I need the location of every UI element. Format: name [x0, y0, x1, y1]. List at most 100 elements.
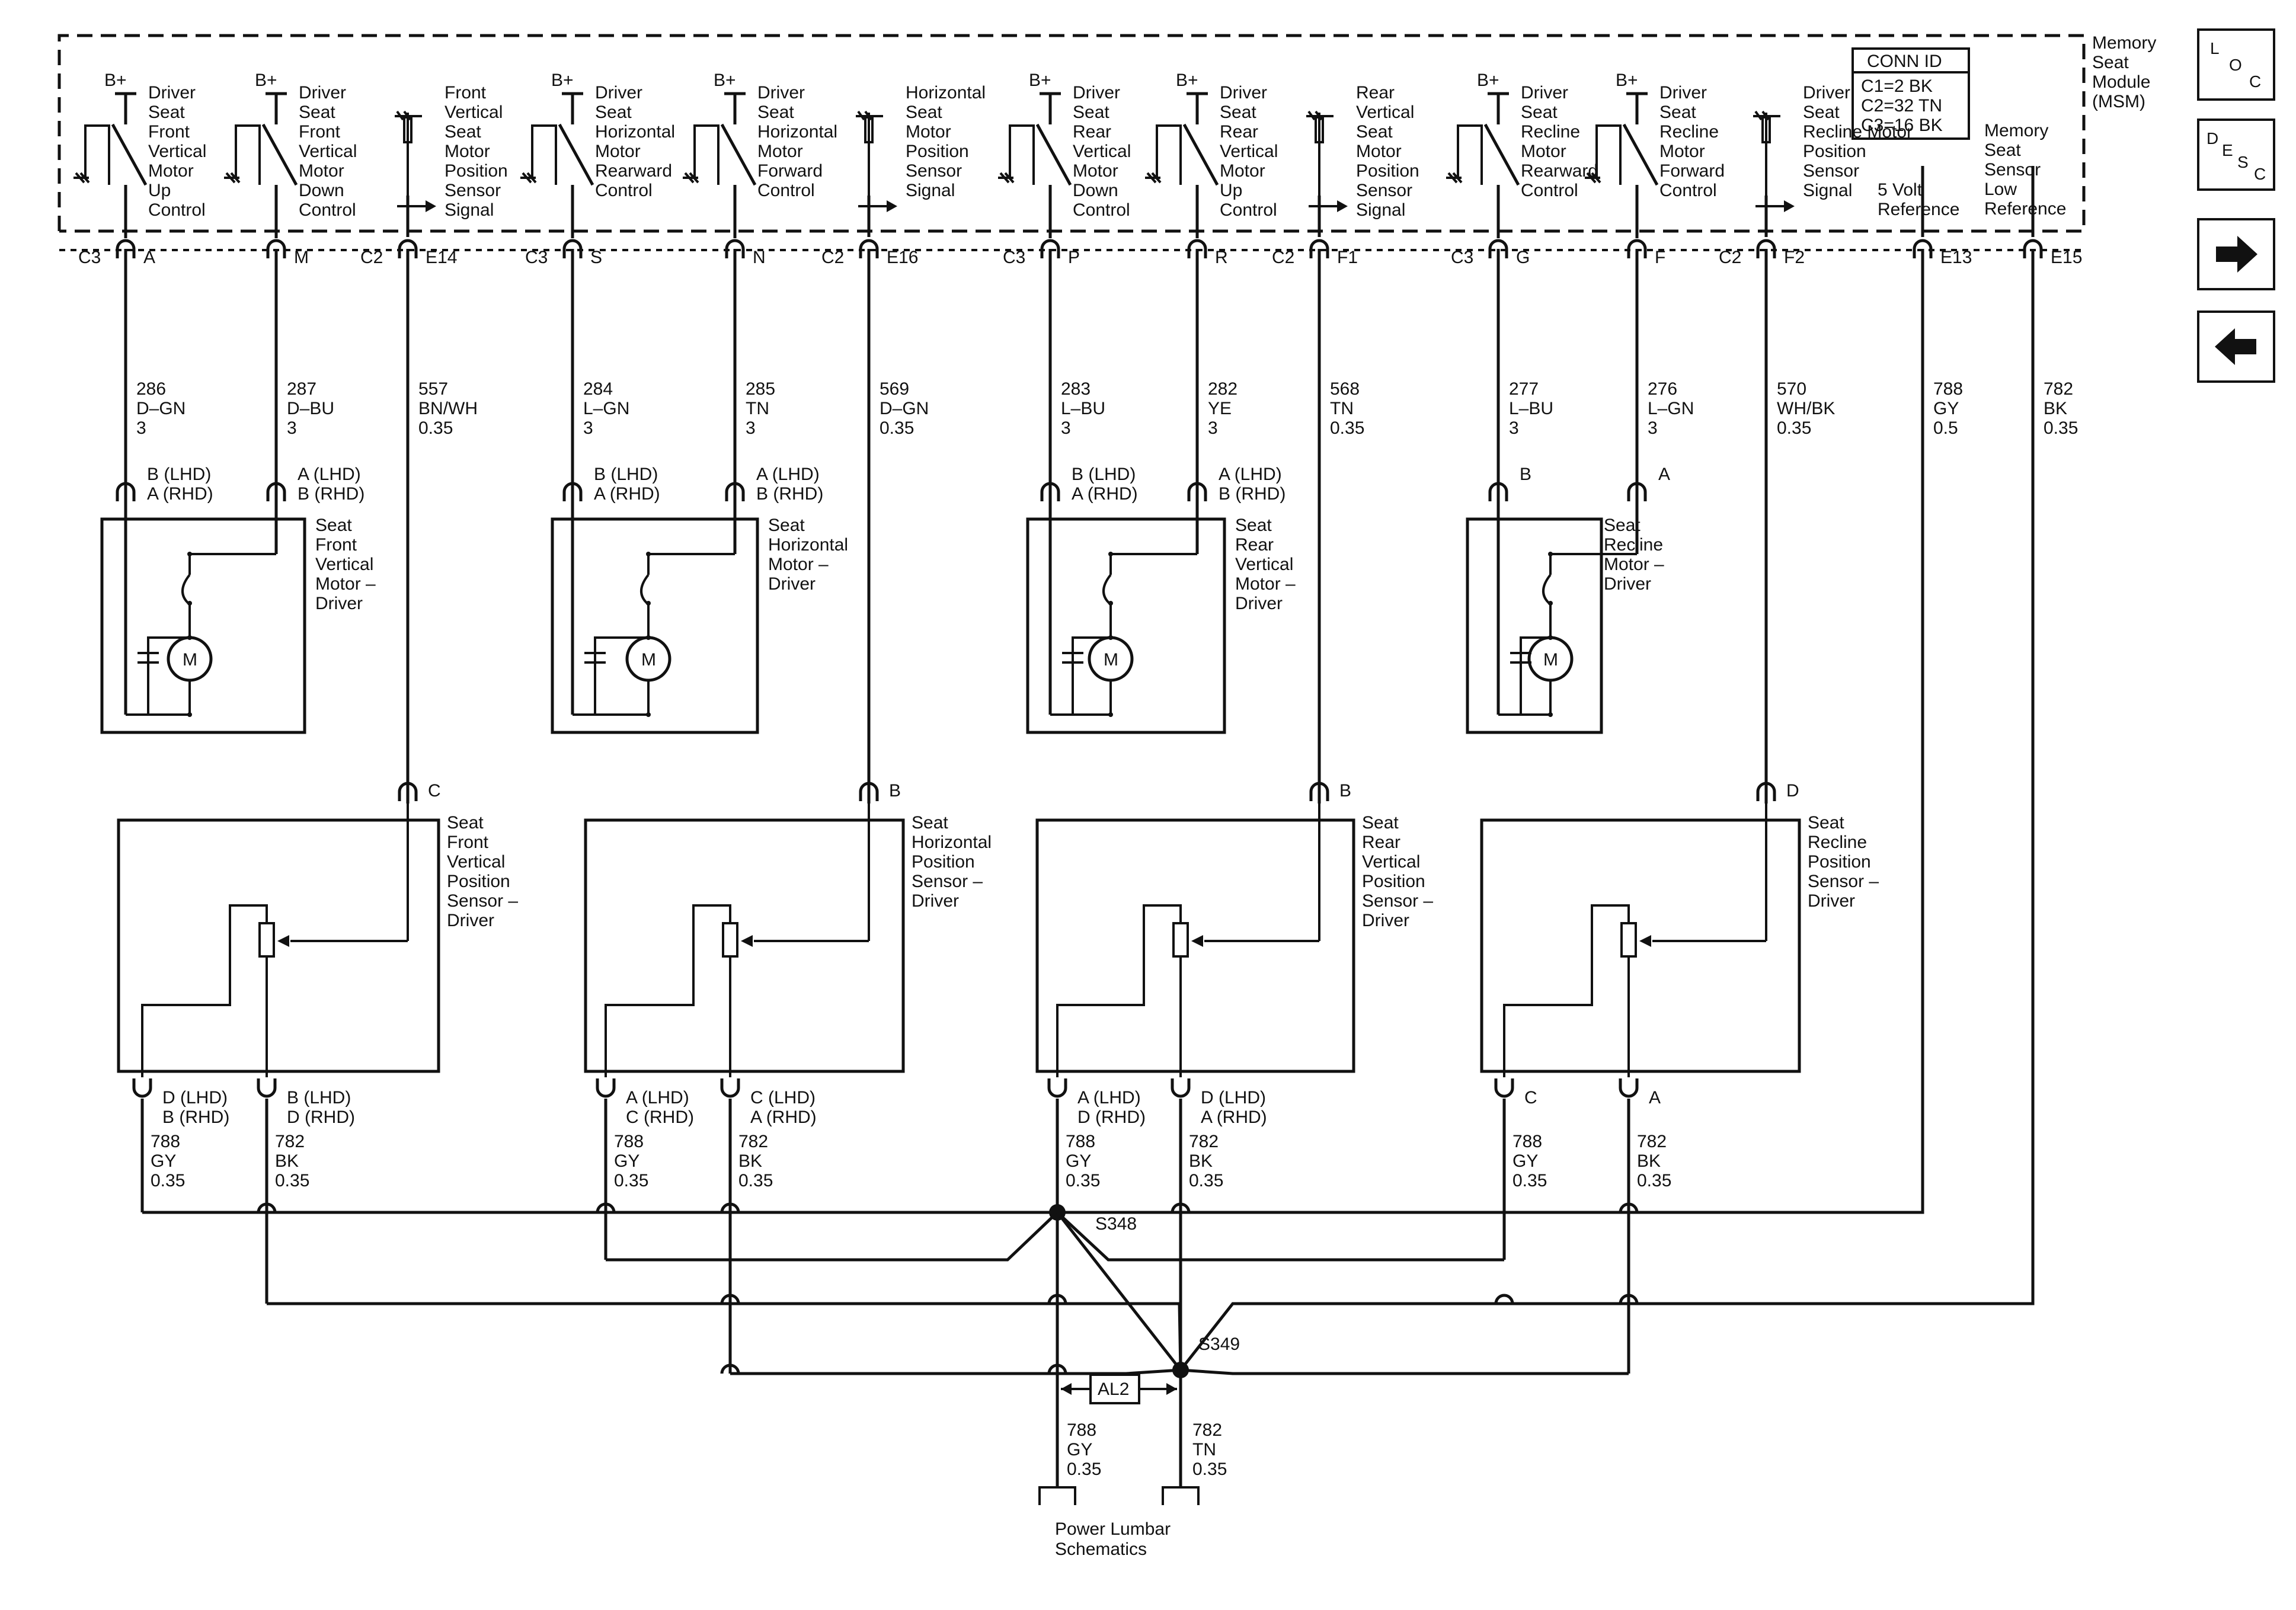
motor-pin-label: B (LHD) [147, 465, 211, 484]
bplus-label: B+ [1616, 71, 1638, 90]
wire-text: 277 [1509, 379, 1539, 399]
module-label-text: Control [595, 181, 653, 200]
arrow-left-icon [2215, 328, 2256, 365]
motor-name: Driver [1235, 594, 1283, 613]
sensor-wire-label: BK [738, 1151, 762, 1171]
motor-symbol: M [1543, 650, 1558, 670]
sensor-pin-label: D (LHD) [1201, 1088, 1266, 1108]
motor-pin-label: A (LHD) [298, 465, 361, 484]
module-label-text: Rear [1073, 122, 1111, 142]
bplus-label: B+ [714, 71, 736, 90]
wire-text: L–GN [583, 399, 629, 418]
module-label-text: Recline Motor [1803, 122, 1913, 142]
sensor-signal-pin: C [428, 781, 441, 801]
pin-label: F [1655, 248, 1665, 267]
sensor-name: Seat [912, 813, 948, 833]
svg-text:Seat: Seat [2092, 53, 2129, 72]
module-label-text: Rearward [595, 161, 672, 181]
module-label-text: Sensor [1803, 161, 1859, 181]
svg-text:782: 782 [1192, 1420, 1222, 1440]
sensor-wire-label: 0.35 [738, 1171, 773, 1190]
motor-pin-label: A (RHD) [594, 484, 660, 504]
previous-page-button[interactable] [2197, 311, 2275, 383]
wire-text: D–GN [880, 399, 929, 418]
sensor-name: Seat [447, 813, 484, 833]
module-label-text: Motor [299, 161, 344, 181]
motor-name: Horizontal [768, 535, 848, 555]
loc-letter-c: C [2249, 72, 2262, 91]
module-label-text: Recline [1659, 122, 1719, 142]
desc-letter-e: E [2222, 141, 2233, 159]
sensor-wire-label: 788 [614, 1132, 644, 1151]
module-label-text: Control [148, 200, 206, 220]
module-label-text: Seat [1659, 103, 1696, 122]
sensor-wire-label: GY [614, 1151, 639, 1171]
wire-text: BN/WH [418, 399, 478, 418]
splice-label-s348: S348 [1095, 1214, 1137, 1234]
power-lumbar-reference[interactable]: Power Lumbar Schematics [1055, 1519, 1171, 1559]
connector-label: C3 [78, 248, 101, 267]
bplus-label: B+ [255, 71, 277, 90]
sensor-pin-label: B (LHD) [287, 1088, 351, 1108]
motor-name: Motor – [1235, 574, 1296, 594]
svg-text:AL2: AL2 [1098, 1379, 1129, 1399]
module-label-text: Rear [1356, 83, 1395, 103]
location-button[interactable]: L O C [2197, 28, 2275, 101]
description-button[interactable]: D E S C [2197, 119, 2275, 191]
module-label-text: Motor [595, 142, 641, 161]
wire-text: 788 [1933, 379, 1963, 399]
connector-label: C2 [1272, 248, 1294, 267]
wire-text: 569 [880, 379, 909, 399]
loc-letter-l: L [2210, 39, 2220, 57]
pin-label: N [753, 248, 766, 267]
sensor-wire-label: BK [1189, 1151, 1213, 1171]
motor-pin-label: B (RHD) [1219, 484, 1285, 504]
module-label-text: Seat [1073, 103, 1109, 122]
module-label-text: Sensor [445, 181, 501, 200]
module-label-text: Motor [757, 142, 803, 161]
position-sensor-2: BA (LHD)C (RHD)C (LHD)A (RHD)788GY0.3578… [596, 781, 992, 1190]
sensor-wire-label: 788 [1512, 1132, 1542, 1151]
pin-label: E16 [887, 248, 918, 267]
motor-pin-label: A (LHD) [1219, 465, 1282, 484]
conn-id-table: CONN ID C1=2 BK C2=32 TN C3=16 BK [1851, 47, 1970, 140]
wire-text: 3 [583, 418, 593, 438]
module-label-text: Vertical [1220, 142, 1278, 161]
motor-pin-label: B (RHD) [298, 484, 364, 504]
position-sensor-3: BA (LHD)D (RHD)D (LHD)A (RHD)788GY0.3578… [1047, 781, 1433, 1190]
motor-pin-label: A (LHD) [756, 465, 820, 484]
module-label-text: Vertical [299, 142, 357, 161]
motor-name: Motor – [1604, 555, 1664, 574]
module-label-text: Signal [1356, 200, 1405, 220]
module-pin-n: N [725, 239, 766, 267]
module-title: Memory Seat Module (MSM) [2092, 33, 2156, 111]
sensor-wire-label: BK [275, 1151, 299, 1171]
wire-text: 3 [287, 418, 297, 438]
next-page-button[interactable] [2197, 218, 2275, 290]
module-label-text: Driver [299, 83, 346, 103]
module-label-text: Position [445, 161, 508, 181]
wire-text: 284 [583, 379, 613, 399]
module-label-text: Up [148, 181, 171, 200]
desc-letter-d: D [2207, 129, 2219, 148]
wire-text: 283 [1061, 379, 1091, 399]
module-label-text: Seat [757, 103, 794, 122]
wire-text: 0.35 [1330, 418, 1364, 438]
sensor-name: Driver [912, 891, 959, 911]
wire-text: 782 [2044, 379, 2073, 399]
sensor-name: Sensor – [1808, 872, 1879, 891]
sensor-wire-label: 0.35 [1637, 1171, 1671, 1190]
pin-label: S [590, 248, 602, 267]
wire-text: L–BU [1061, 399, 1105, 418]
pin-label: A [143, 248, 155, 267]
seat-motor-3: MB (LHD)A (RHD)A (LHD)B (RHD)SeatRearVer… [1040, 465, 1296, 670]
